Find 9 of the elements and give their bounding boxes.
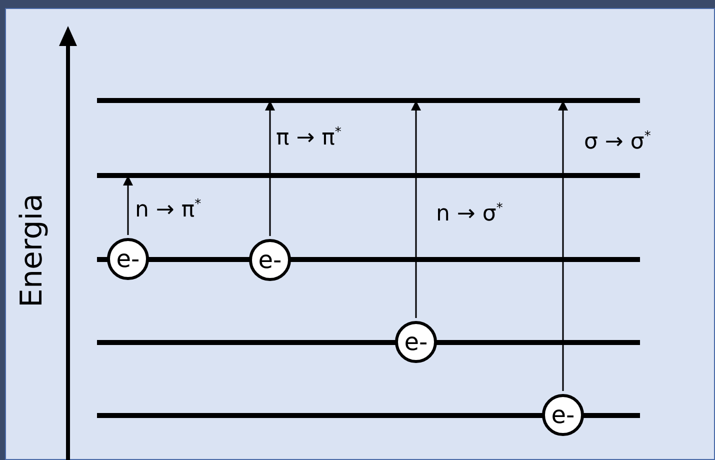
electron-label: e- bbox=[551, 403, 575, 427]
arrow bbox=[265, 100, 275, 236]
arrow bbox=[411, 100, 421, 318]
electron-label: e- bbox=[258, 248, 282, 272]
axis-label: Energia bbox=[14, 193, 50, 307]
electron-label: e- bbox=[404, 330, 428, 354]
electron-label: e- bbox=[116, 247, 140, 271]
arrow bbox=[123, 176, 133, 235]
arrow bbox=[558, 100, 568, 391]
